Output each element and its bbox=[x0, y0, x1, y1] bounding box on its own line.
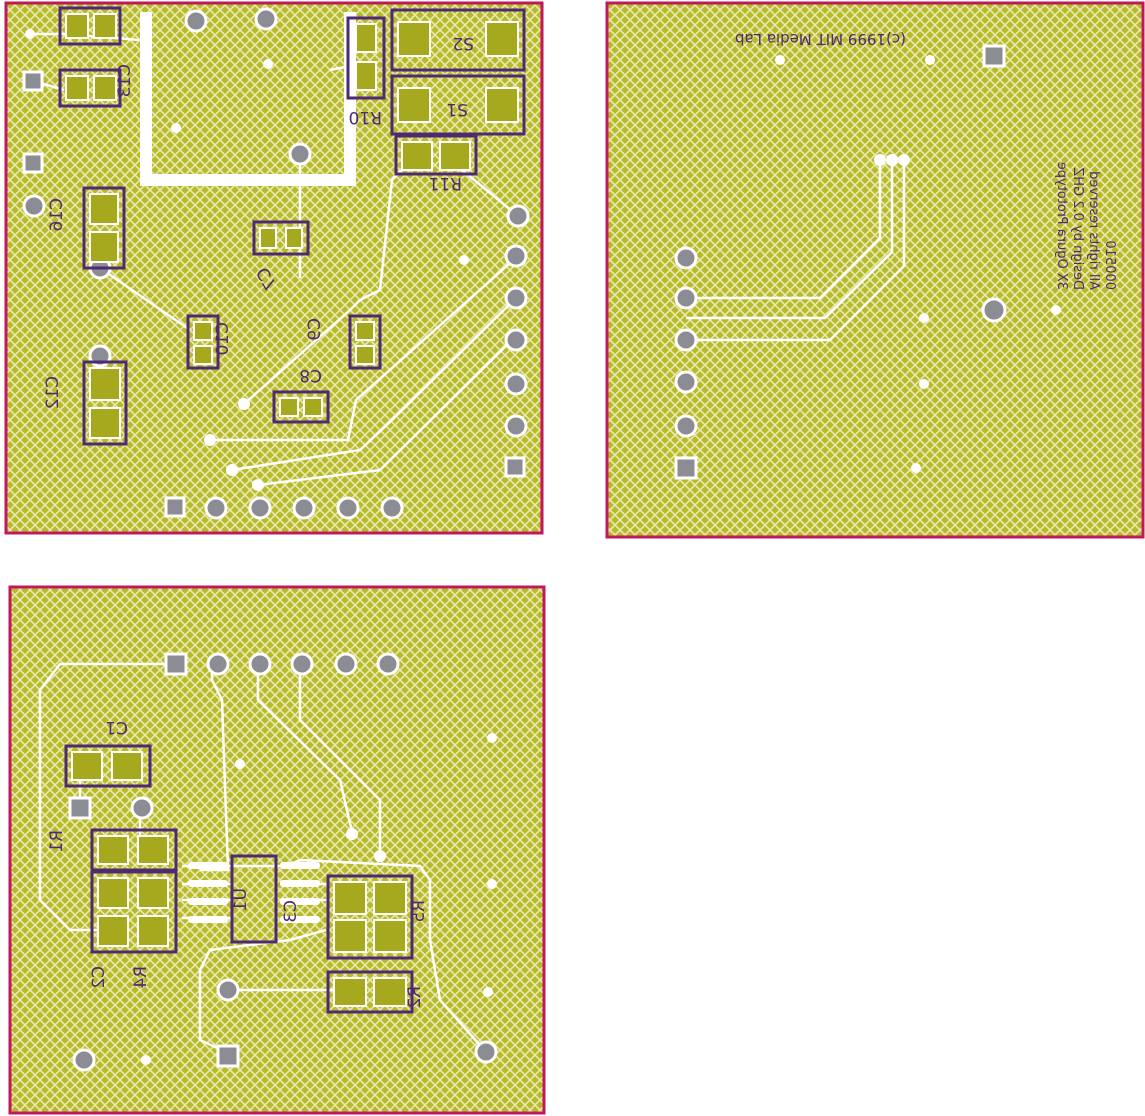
label-s1: S1 bbox=[446, 99, 468, 119]
components-top-left bbox=[58, 6, 526, 446]
holes-top-left bbox=[22, 7, 530, 520]
label-c12: C12 bbox=[43, 376, 63, 410]
label-r4: R4 bbox=[131, 966, 151, 989]
label-s2: S2 bbox=[452, 33, 474, 53]
notice-block: 3X Ogura Prototype Design by 0.2 GHZ All… bbox=[1054, 162, 1117, 290]
label-r10: R10 bbox=[349, 107, 382, 127]
label-c1: C1 bbox=[105, 717, 128, 737]
silkscreen-top-right: (c)1999 MIT Media Lab 3X Ogura Prototype… bbox=[735, 30, 1117, 290]
label-c10: C10 bbox=[213, 322, 233, 356]
holes-top-right bbox=[674, 44, 1007, 480]
label-c3: C3 bbox=[281, 900, 301, 923]
notice-line-3: All rights reserved bbox=[1086, 171, 1101, 290]
label-r5: R5 bbox=[409, 900, 429, 923]
label-c13: C13 bbox=[115, 64, 135, 98]
label-r2: R2 bbox=[405, 986, 425, 1009]
pads-bottom-left bbox=[71, 751, 407, 1007]
pads-top-left bbox=[65, 13, 519, 439]
components-bottom-left bbox=[64, 744, 414, 1014]
traces-top-right bbox=[686, 162, 906, 342]
label-r11: R11 bbox=[429, 173, 462, 193]
board-bottom-left: C1 R1 C2 R4 U1 C3 R5 R2 bbox=[8, 585, 546, 1115]
board-top-left: C13 R10 S2 S1 R11 C16 C7 C10 C9 C8 C12 bbox=[4, 1, 544, 535]
label-c8: C8 bbox=[299, 365, 322, 385]
label-c2: C2 bbox=[89, 966, 109, 989]
board-bottom-left-outline bbox=[8, 585, 546, 1115]
vias-top-right bbox=[775, 55, 1061, 473]
plane-cutout bbox=[140, 12, 356, 186]
board-top-right: (c)1999 MIT Media Lab 3X Ogura Prototype… bbox=[605, 1, 1145, 539]
notice-line-4: 000510 bbox=[1102, 240, 1117, 290]
notice-line-1: 3X Ogura Prototype bbox=[1054, 162, 1069, 290]
u1-leads bbox=[188, 862, 320, 923]
label-r1: R1 bbox=[47, 830, 67, 853]
vias-top-left bbox=[25, 29, 469, 491]
vias-bottom-left bbox=[141, 733, 497, 1065]
holes-bottom-left bbox=[68, 652, 498, 1072]
label-c9: C9 bbox=[305, 318, 325, 341]
label-u1: U1 bbox=[231, 888, 251, 911]
silkscreen-bottom-left: C1 R1 C2 R4 U1 C3 R5 R2 bbox=[47, 717, 429, 1009]
label-c16: C16 bbox=[47, 198, 67, 232]
copyright-text: (c)1999 MIT Media Lab bbox=[735, 30, 906, 48]
notice-line-2: Design by 0.2 GHZ bbox=[1070, 167, 1085, 290]
